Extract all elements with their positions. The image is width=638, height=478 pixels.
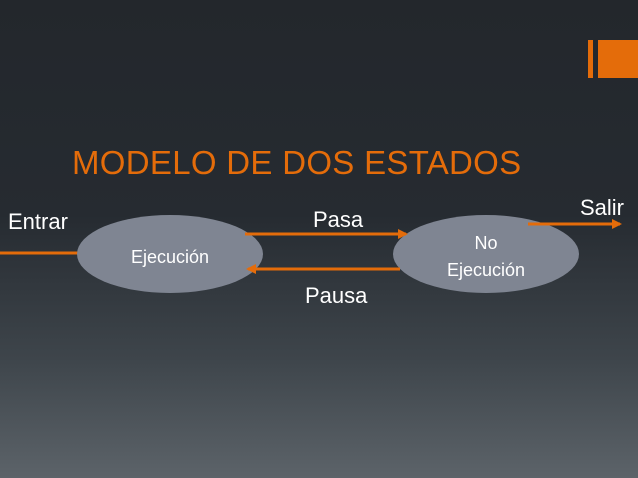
slide-title: MODELO DE DOS ESTADOS	[72, 144, 522, 181]
exit-label: Salir	[580, 195, 624, 220]
brand-mark	[588, 40, 638, 78]
pause-label: Pausa	[305, 283, 368, 308]
enter-label: Entrar	[8, 209, 68, 234]
brand-mark-thick-bar	[598, 40, 638, 78]
state-no-ejecucion-label-line1: No	[474, 233, 497, 253]
state-ejecucion-label: Ejecución	[131, 247, 209, 267]
state-ejecucion	[77, 215, 263, 293]
pass-label: Pasa	[313, 207, 364, 232]
state-no-ejecucion	[393, 215, 579, 293]
brand-mark-thin-bar	[588, 40, 593, 78]
state-no-ejecucion-label-line2: Ejecución	[447, 260, 525, 280]
